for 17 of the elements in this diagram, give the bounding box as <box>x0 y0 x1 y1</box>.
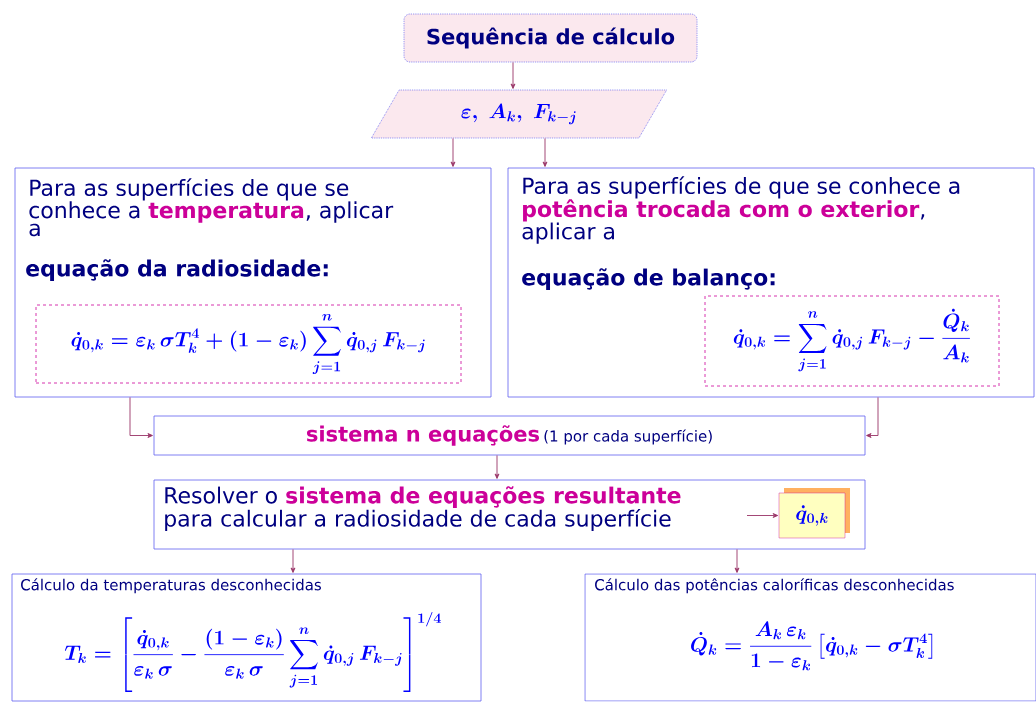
arrow <box>494 454 500 479</box>
formula-box: $\dot{q}_{0,k} = \sum_{j=1}^{n}\dot{q}_{0,j}\,F_{k-j} - \frac{\dot{Q}_{k}}{A_{k}}$ <box>704 295 1000 387</box>
arrow <box>866 396 879 438</box>
result-panel: Cálculo da temperaturas desconhecidas $T_{k} = \left[\frac{\dot{q}_{0,k}}{\varepsilon_{k}\,\sigma} - \frac{(1-\varepsilon_{k})}{\varepsilon_{k}\,\sigma}\sum_{j=1}^{n}\dot{q}_{0,j}\,F_{k-j}\right]^{1/4}$ <box>11 573 482 702</box>
arrow <box>129 396 153 438</box>
arrow <box>450 137 456 167</box>
process-box: sistema n equações (1 por cada superfície) <box>153 415 866 456</box>
arrow <box>746 513 779 518</box>
input-parallelogram: $\varepsilon,\ A_{k},\ F_{k-j}$ <box>371 89 668 139</box>
formula-box: $\dot{q}_{0,k} = \varepsilon_{k}\,\sigma T_{k}^{4} + (1-\varepsilon_{k})\sum_{j=1}^{n}\dot{q}_{0,j}\,F_{k-j}$ <box>35 304 462 384</box>
result-panel: Cálculo das potências caloríficas desconhecidas $\dot{Q}_{k} = \frac{A_{k}\,\varepsilon_{k}}{1-\varepsilon_{k}}\left[\dot{q}_{0,k} - \sigma T_{k}^{4}\right]$ <box>584 573 1036 702</box>
arrow <box>734 548 740 573</box>
arrow <box>290 548 296 573</box>
result-box: $\dot{q}_{0,k}$ <box>778 488 850 539</box>
title-box: Sequência de cálculo <box>403 13 698 63</box>
arrow <box>510 61 516 89</box>
arrow <box>542 137 548 167</box>
